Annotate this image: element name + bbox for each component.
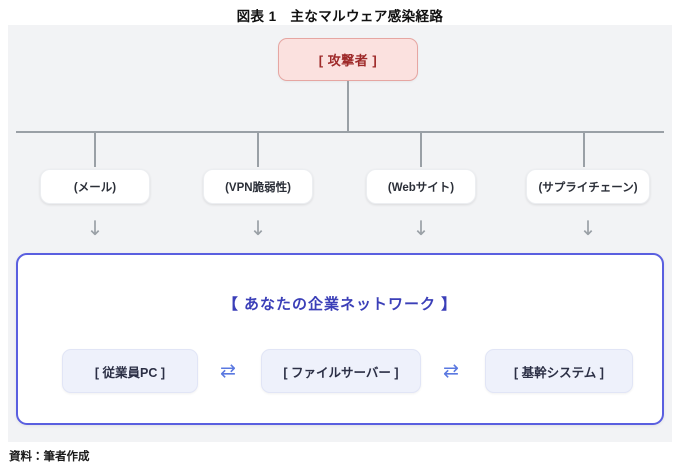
corporate-network-panel-title: 【 あなたの企業ネットワーク 】 (222, 296, 458, 313)
attacker-node: [ 攻撃者 ] (278, 38, 418, 81)
drop-line-supply-chain (583, 132, 585, 167)
down-arrow-icon: ↓ (412, 216, 430, 240)
drop-line-website (420, 132, 422, 167)
down-arrow-icon: ↓ (86, 216, 104, 240)
vector-node-label: (VPN脆弱性) (225, 181, 291, 194)
down-arrow-icon: ↓ (249, 216, 267, 240)
vector-node-mail: (メール) (40, 169, 150, 204)
bidirectional-arrow-icon: ⇄ (443, 360, 459, 382)
attacker-node-label: [ 攻撃者 ] (318, 53, 378, 68)
vector-node-label: (Webサイト) (387, 181, 455, 194)
asset-node-employee-pc: [ 従業員PC ] (62, 349, 198, 393)
vector-node-label: (メール) (73, 181, 117, 194)
drop-line-mail (94, 132, 96, 167)
source-note: 資料：筆者作成 (9, 451, 90, 463)
vector-node-label: (サプライチェーン) (538, 181, 638, 194)
asset-node-label: [ 従業員PC ] (94, 365, 166, 380)
attacker-stem-line (347, 81, 349, 132)
vector-node-supply-chain: (サプライチェーン) (526, 169, 650, 204)
drop-line-vpn (257, 132, 259, 167)
distribution-bus-line (16, 131, 664, 133)
corporate-network-panel: 【 あなたの企業ネットワーク 】 [ 従業員PC ] ⇄ [ ファイルサーバー … (16, 253, 664, 425)
asset-node-label: [ ファイルサーバー ] (283, 365, 399, 380)
asset-node-core-system: [ 基幹システム ] (485, 349, 633, 393)
down-arrow-icon: ↓ (579, 216, 597, 240)
asset-node-file-server: [ ファイルサーバー ] (261, 349, 421, 393)
diagram-canvas: [ 攻撃者 ] (メール) (VPN脆弱性) (Webサイト) (サプライチェー… (8, 25, 672, 442)
asset-node-label: [ 基幹システム ] (514, 365, 604, 380)
vector-node-vpn: (VPN脆弱性) (203, 169, 313, 204)
vector-node-website: (Webサイト) (366, 169, 476, 204)
bidirectional-arrow-icon: ⇄ (220, 360, 236, 382)
figure-title: 図表 1 主なマルウェア感染経路 (236, 9, 444, 24)
